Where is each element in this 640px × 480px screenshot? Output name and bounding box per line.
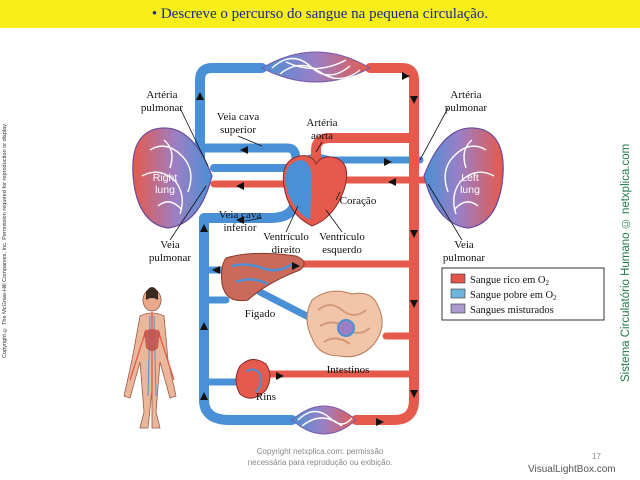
oxygenated-vessels — [210, 63, 428, 425]
label-left-lung-1: Left — [461, 172, 479, 184]
copyright-note-line-2: necessária para reprodução ou exibição. — [247, 458, 393, 467]
label-arteria-aorta-2: aorta — [311, 130, 333, 142]
leader-lines — [169, 107, 463, 241]
copyright-note: Copyright netxplica.com: permissão neces… — [210, 446, 430, 468]
label-veia-cava-inferior-2: inferior — [224, 222, 257, 234]
capillary-lower-body — [291, 405, 357, 435]
label-intestinos: Intestinos — [327, 364, 370, 376]
vein-upper-body — [195, 63, 267, 183]
legend-item-oxygenated: Sangue rico em O2 — [470, 275, 550, 287]
page-number: 17 — [592, 452, 601, 461]
right-lung — [132, 127, 213, 229]
legend-item-deoxygenated: Sangue pobre em O2 — [470, 290, 557, 302]
heart — [282, 155, 348, 227]
slide-title: • Descreve o percurso do sangue na peque… — [151, 5, 489, 22]
label-right-lung-1: Right — [153, 172, 178, 184]
legend: Sangue rico em O2 Sangue pobre em O2 San… — [441, 267, 605, 321]
label-veia-cava-superior-2: superior — [220, 124, 256, 136]
capillary-upper-body — [260, 51, 372, 83]
label-veia-pulmonar-left-1: Veia — [160, 239, 180, 251]
label-ventriculo-esquerdo-1: Ventrículo — [319, 231, 365, 243]
legend-item-mixed: Sangues misturados — [470, 305, 554, 316]
watermark: VisualLightBox.com — [528, 464, 616, 475]
slide-title-bar: • Descreve o percurso do sangue na peque… — [0, 0, 640, 28]
diagram-labels: Artéria pulmonar Artéria pulmonar Veia c… — [141, 89, 487, 403]
label-arteria-aorta-1: Artéria — [306, 117, 337, 129]
label-ventriculo-esquerdo-2: esquerdo — [322, 244, 362, 256]
aorta-arch — [311, 133, 419, 201]
label-arteria-pulmonar-right-1: Artéria — [450, 89, 481, 101]
left-lung — [423, 127, 504, 229]
label-left-lung-2: lung — [460, 184, 480, 196]
label-veia-cava-superior-1: Veia cava — [217, 111, 260, 123]
label-veia-pulmonar-right-2: pulmonar — [443, 252, 485, 264]
circulation-diagram: Artéria pulmonar Artéria pulmonar Veia c… — [123, 51, 605, 435]
legend-box — [441, 267, 605, 321]
descending-aorta — [351, 135, 419, 425]
label-arteria-pulmonar-left-1: Artéria — [146, 89, 177, 101]
label-veia-pulmonar-left-2: pulmonar — [149, 252, 191, 264]
intestines — [306, 290, 383, 358]
legend-swatch-deoxygenated — [450, 288, 466, 299]
artery-upper-body — [365, 63, 419, 141]
label-figado: Fígado — [245, 308, 276, 320]
label-ventriculo-direito-1: Ventrículo — [263, 231, 309, 243]
label-ventriculo-direito-2: direito — [272, 244, 301, 256]
label-arteria-pulmonar-right-2: pulmonar — [445, 102, 487, 114]
label-coracao: Coração — [340, 195, 377, 207]
copyright-note-line-1: Copyright netxplica.com: permissão — [256, 447, 384, 456]
human-figure — [123, 287, 177, 429]
liver — [221, 252, 305, 302]
label-veia-pulmonar-right-1: Veia — [454, 239, 474, 251]
legend-swatch-mixed — [450, 303, 466, 314]
label-rins: Rins — [256, 391, 276, 403]
inferior-vena-cava — [199, 201, 299, 425]
label-right-lung-2: lung — [155, 184, 175, 196]
label-veia-cava-inferior-1: Veia cava — [219, 209, 262, 221]
label-arteria-pulmonar-left-2: pulmonar — [141, 102, 183, 114]
legend-swatch-oxygenated — [450, 273, 466, 284]
kidney — [235, 359, 271, 399]
